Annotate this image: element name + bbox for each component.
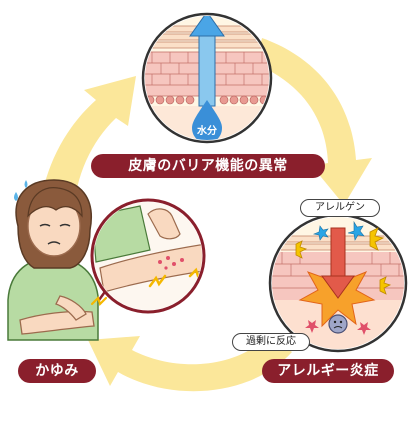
allergy-inflammation-illustration (268, 213, 408, 353)
overreaction-tag: 過剰に反応 (232, 333, 310, 351)
allergen-tag: アレルゲン (300, 199, 380, 217)
cycle-arrow-right (256, 38, 372, 205)
cycle-arrow-bottom (88, 334, 292, 392)
stage-label-allergy: アレルギー炎症 (262, 359, 394, 383)
inflammation-particle-icon (305, 320, 319, 333)
stage-label-barrier: 皮膚のバリア機能の異常 (91, 154, 325, 178)
skin-barrier-illustration (141, 12, 273, 144)
sweat-drop-icon (14, 192, 18, 201)
water-label: 水分 (197, 126, 217, 137)
allergen-particle-icon (312, 225, 329, 241)
water-drop-icon (192, 100, 222, 140)
stage-label-itch: かゆみ (18, 359, 96, 383)
woman-scratching-illustration (7, 179, 108, 341)
scratching-closeup-illustration (84, 198, 206, 319)
immune-cell-icon (328, 314, 348, 334)
